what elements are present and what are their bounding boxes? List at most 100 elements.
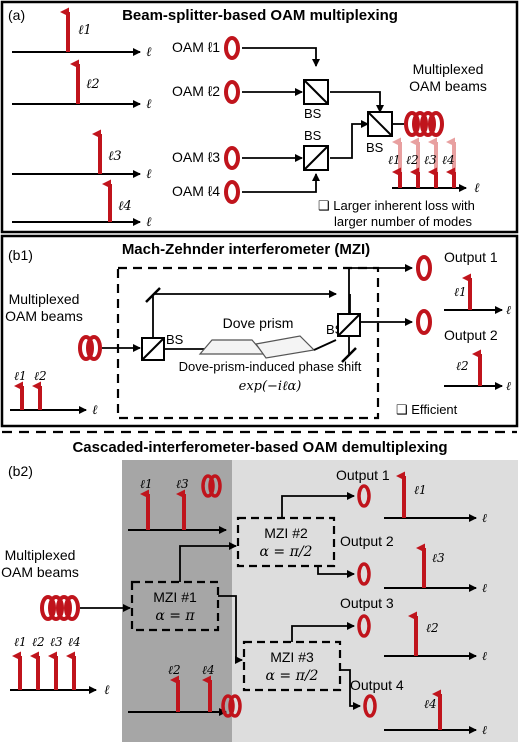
- spectrum-label: ℓ2: [168, 663, 181, 677]
- panel-a-tag: (a): [8, 7, 25, 23]
- beam-path: [340, 669, 361, 710]
- axis-label: ℓ: [146, 215, 152, 230]
- spectrum-label: ℓ4: [442, 153, 455, 167]
- oam-ring-icon: [224, 146, 240, 170]
- loss-note-line1: ❑ Larger inherent loss with: [318, 198, 475, 213]
- mzi-3-box: [242, 640, 342, 692]
- axis-label: ℓ: [92, 403, 98, 418]
- beam-path: [317, 566, 355, 578]
- panel-a-frame: [0, 0, 519, 234]
- oam-ring-icon: [224, 180, 240, 204]
- b2-input-spectrum: ℓ ℓ1 ℓ2 ℓ3 ℓ4: [10, 635, 110, 698]
- mzi-3-alpha: α = π/2: [266, 668, 319, 684]
- spectrum-label: ℓ2: [86, 77, 100, 92]
- b1-output-2-label: Output 2: [444, 327, 498, 343]
- b2-output-2-label: Output 2: [340, 533, 394, 549]
- b2-input-line1: Multiplexed: [5, 547, 76, 563]
- beam-splitter-icon: [367, 111, 393, 137]
- axis-label: ℓ: [482, 511, 487, 525]
- mzi-2-alpha: α = π/2: [260, 544, 313, 560]
- mzi-dashed-box: [116, 266, 380, 420]
- spectrum-label: ℓ1: [14, 635, 27, 649]
- beam-splitter-icon: [141, 337, 165, 361]
- panel-a: (a) Beam-splitter-based OAM multiplexing…: [0, 0, 519, 234]
- panel-a-title: Beam-splitter-based OAM multiplexing: [122, 7, 398, 24]
- spectrum-label: ℓ2: [456, 359, 469, 373]
- spectrum-label: ℓ1: [140, 477, 153, 491]
- mzi-1-box: [130, 580, 220, 632]
- spectrum-label: ℓ3: [50, 635, 63, 649]
- output-label-line2: OAM beams: [409, 78, 487, 94]
- beam-path: [330, 120, 369, 159]
- oam-ring-icon: [416, 309, 432, 335]
- output-label-line1: Multiplexed: [413, 61, 484, 77]
- oam-ring-icon: [224, 80, 240, 104]
- b1-input-line2: OAM beams: [5, 308, 83, 324]
- phase-shift-label: Dove-prism-induced phase shift: [179, 359, 362, 374]
- oam-label-3: OAM ℓ3: [172, 149, 220, 165]
- axis-label: ℓ: [146, 167, 152, 182]
- multiplexed-rings-icon: [404, 111, 444, 137]
- b2-output-3-label: Output 3: [340, 595, 394, 611]
- b1-output-1-label: Output 1: [444, 249, 498, 265]
- spectrum-l1: ℓ1 ℓ: [12, 7, 152, 60]
- dove-prism-label: Dove prism: [223, 315, 294, 331]
- beam-path: [291, 622, 355, 642]
- beam-path: [179, 542, 237, 582]
- b2-upper-spectrum: ℓ1 ℓ3: [128, 477, 227, 534]
- b2-output-3-spectrum: ℓ ℓ2: [384, 611, 487, 663]
- beam-path: [330, 91, 384, 113]
- b2-output-4-spectrum: ℓ ℓ4: [384, 689, 487, 737]
- b2-lower-spectrum: ℓ2 ℓ4: [128, 663, 227, 716]
- beam-splitter-icon: [303, 145, 329, 171]
- panel-b2-tag: (b2): [8, 463, 33, 479]
- beam-path: [218, 595, 243, 664]
- panel-b1-title: Mach-Zehnder interferometer (MZI): [122, 241, 370, 258]
- spectrum-label: ℓ4: [424, 697, 437, 711]
- axis-label: ℓ: [506, 303, 511, 317]
- efficient-note: ❑ Efficient: [396, 402, 458, 417]
- spectrum-label: ℓ1: [388, 153, 401, 167]
- oam-ring-icon: [224, 36, 240, 60]
- light-region: [232, 460, 518, 742]
- spectrum-label: ℓ2: [406, 153, 419, 167]
- spectrum-label: ℓ4: [118, 199, 132, 214]
- oam-ring-icon: [357, 614, 371, 638]
- spectrum-label: ℓ3: [108, 149, 122, 164]
- axis-label: ℓ: [146, 45, 152, 60]
- dove-prism-icon: [198, 335, 316, 359]
- spectrum-label: ℓ4: [68, 635, 81, 649]
- spectrum-label: ℓ4: [202, 663, 215, 677]
- mirror-icon: [341, 347, 357, 363]
- spectrum-label: ℓ2: [426, 621, 439, 635]
- b1-output-1-spectrum: ℓ ℓ1: [444, 273, 511, 317]
- axis-label: ℓ: [482, 723, 487, 737]
- input-rings-icon: [40, 595, 80, 621]
- mzi-1-alpha: α = π: [155, 608, 195, 624]
- panel-b1-frame: [0, 234, 519, 428]
- axis-label: ℓ: [482, 649, 487, 663]
- spectrum-label: ℓ3: [432, 551, 445, 565]
- lower-rings-icon: [221, 694, 242, 718]
- panel-b2-title: Cascaded-interferometer-based OAM demult…: [72, 439, 447, 456]
- panel-b1: (b1) Mach-Zehnder interferometer (MZI) M…: [0, 234, 519, 428]
- beam-path: [348, 264, 413, 314]
- oam-ring-icon: [357, 484, 371, 508]
- beam-splitter-icon: [303, 79, 329, 105]
- axis-label: ℓ: [474, 181, 480, 196]
- b2-output-4-label: Output 4: [350, 677, 404, 693]
- bs-label: BS: [166, 332, 184, 347]
- axis-label: ℓ: [482, 581, 487, 595]
- spectrum-l2: ℓ2 ℓ: [12, 59, 152, 112]
- b1-input-line1: Multiplexed: [9, 291, 80, 307]
- b1-input-spectrum: ℓ ℓ1 ℓ2: [10, 369, 98, 418]
- bs-label: BS: [304, 106, 322, 121]
- spectrum-label: ℓ3: [176, 477, 189, 491]
- b2-output-1-label: Output 1: [336, 467, 390, 483]
- spectrum-label: ℓ2: [32, 635, 45, 649]
- b2-output-1-spectrum: ℓ ℓ1: [384, 471, 487, 525]
- mirror-icon: [145, 287, 161, 303]
- input-rings-icon: [78, 335, 102, 361]
- spectrum-label: ℓ1: [14, 369, 27, 383]
